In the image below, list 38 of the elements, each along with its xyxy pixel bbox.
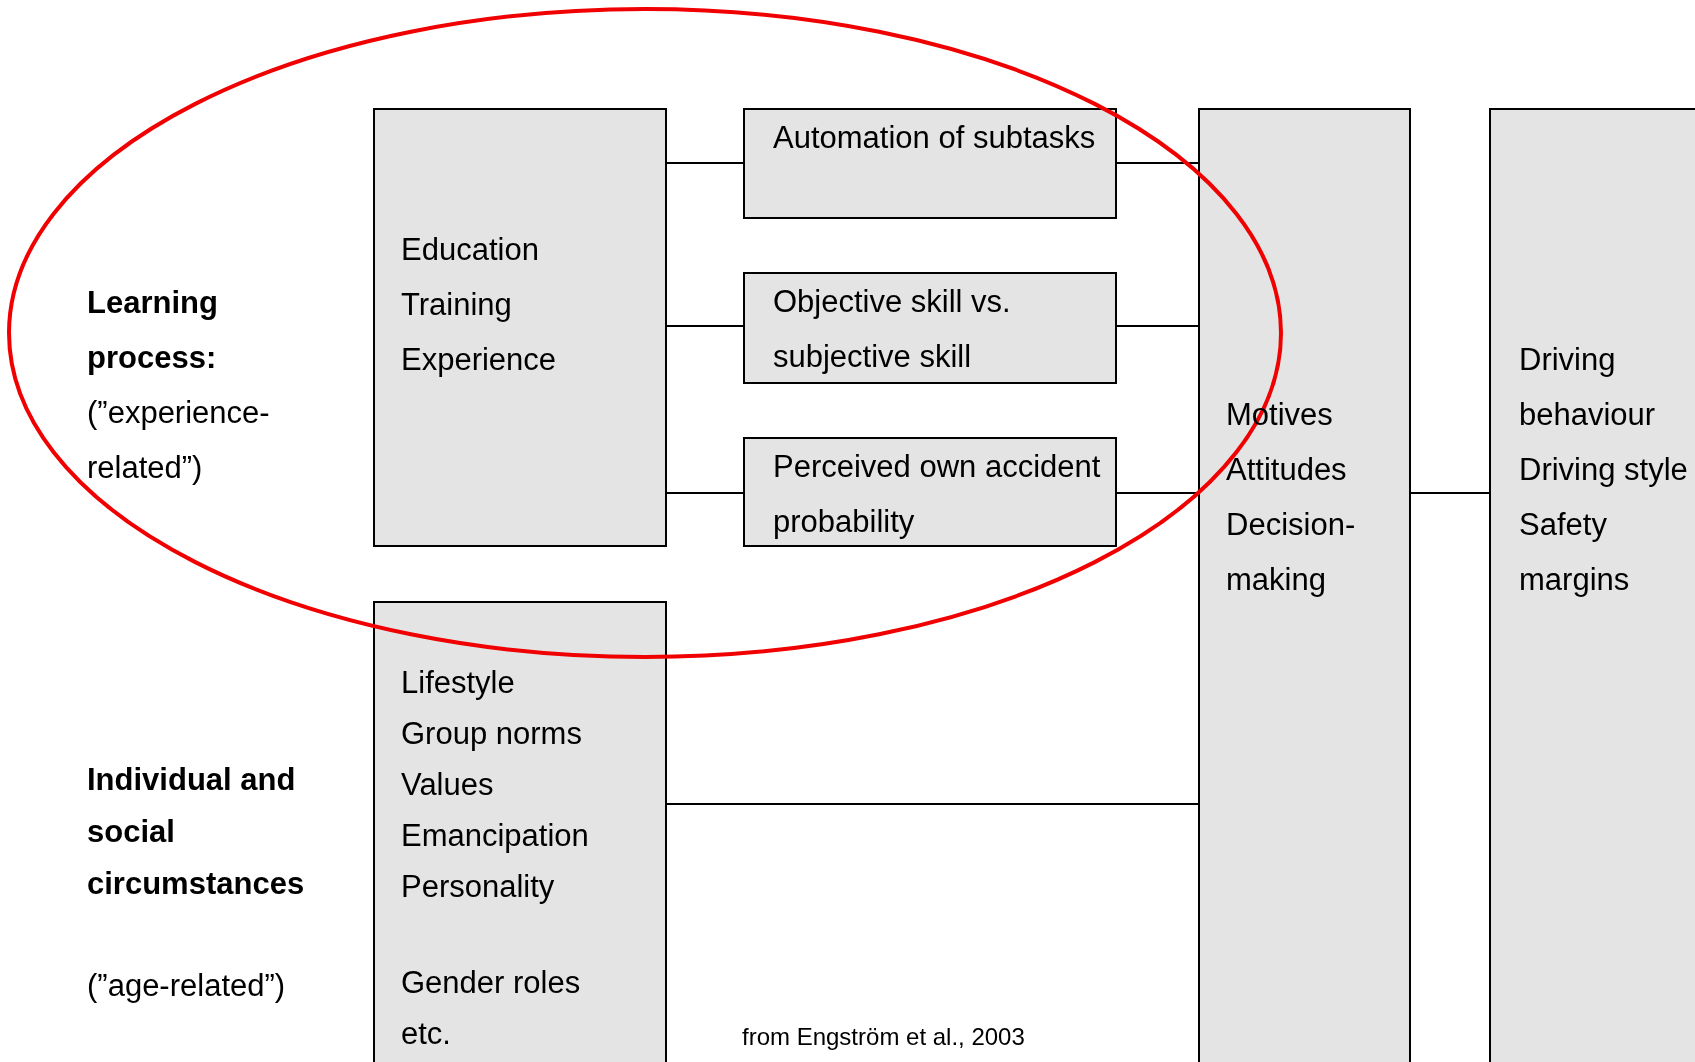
connector-line [1410,492,1490,494]
box-text: Training [401,286,513,324]
connector-line [1116,325,1199,327]
row-heading: (”age-related”) [87,967,287,1005]
text-box [1198,108,1411,1062]
text-box [373,108,667,547]
connector-line [666,325,744,327]
box-text: Attitudes [1226,451,1348,489]
row-heading: Individual and social circumstances [87,761,306,903]
text-box [1489,108,1695,1062]
box-text: Perceived own accident probability [773,448,1102,541]
text-box [743,108,1117,219]
connector-line [666,492,744,494]
box-text: Education [401,231,540,269]
box-text: Safety margins [1519,506,1631,599]
box-text: Group norms [401,715,583,753]
box-text: Gender roles [401,964,582,1002]
text-box [373,601,667,1062]
box-text: Driving behaviour [1519,341,1657,434]
connector-line [666,162,744,164]
box-text: Experience [401,341,558,379]
box-text: Driving style [1519,451,1689,489]
box-text: etc. [401,1015,452,1053]
box-text: Lifestyle [401,664,516,702]
row-heading: Learning process: [87,284,219,377]
connector-line [1116,492,1199,494]
row-heading: (”experience-related”) [87,394,271,487]
connector-line [1116,162,1199,164]
connector-line [666,803,1199,805]
box-text: Decision-making [1226,506,1357,599]
box-text: Objective skill vs. subjective skill [773,283,1012,376]
box-text: Personality [401,868,556,906]
box-text: Automation of subtasks [773,119,1097,157]
box-text: Values [401,766,495,804]
source-note: from Engström et al., 2003 [742,1022,1026,1052]
text-box [743,437,1117,547]
text-box [743,272,1117,384]
box-text: Emancipation [401,817,590,855]
